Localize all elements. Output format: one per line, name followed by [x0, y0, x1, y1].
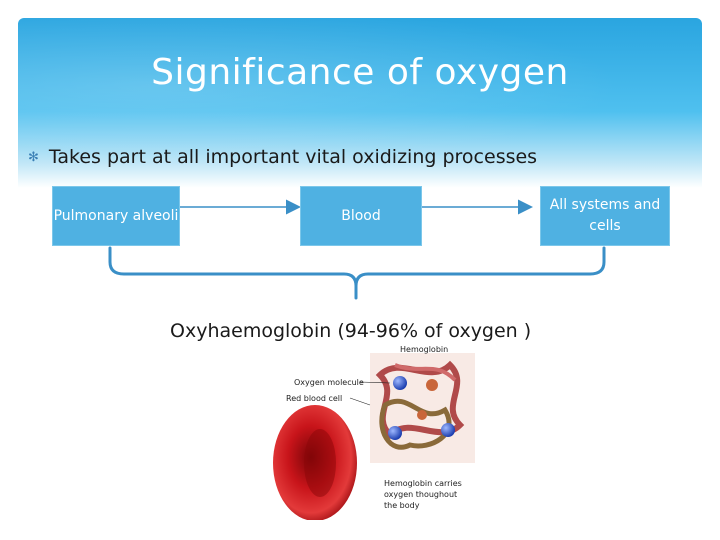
hemoglobin-illustration: Hemoglobin Oxygen molecule Red blood cel…	[273, 345, 475, 520]
label-red-blood-cell: Red blood cell	[286, 394, 342, 403]
bullet-text: Takes part at all important vital oxidiz…	[48, 146, 538, 168]
flow-box-systems-cells: All systems and cells	[540, 186, 670, 246]
brace-connector	[108, 246, 606, 300]
hemoglobin-molecule	[370, 353, 475, 463]
slide-title: Significance of oxygen	[151, 52, 569, 93]
caption-line-1: Hemoglobin carries	[384, 479, 462, 488]
asterisk-bullet-icon: ✻	[28, 149, 39, 165]
banner-sheen	[18, 18, 702, 188]
caption-line-2: oxygen thoughout	[384, 490, 457, 499]
bullet-item: ✻ Takes part at all important vital oxid…	[28, 146, 537, 168]
caption-line-3: the body	[384, 501, 420, 510]
flow-box-pulmonary-alveoli: Pulmonary alveoli	[52, 186, 180, 246]
flow-box-blood: Blood	[300, 186, 422, 246]
result-oxyhaemoglobin: Oxyhaemoglobin (94-96% of oxygen )	[170, 320, 532, 342]
label-hemoglobin: Hemoglobin	[400, 345, 448, 354]
title-banner	[18, 18, 702, 188]
label-oxygen-molecule: Oxygen molecule	[294, 378, 364, 387]
